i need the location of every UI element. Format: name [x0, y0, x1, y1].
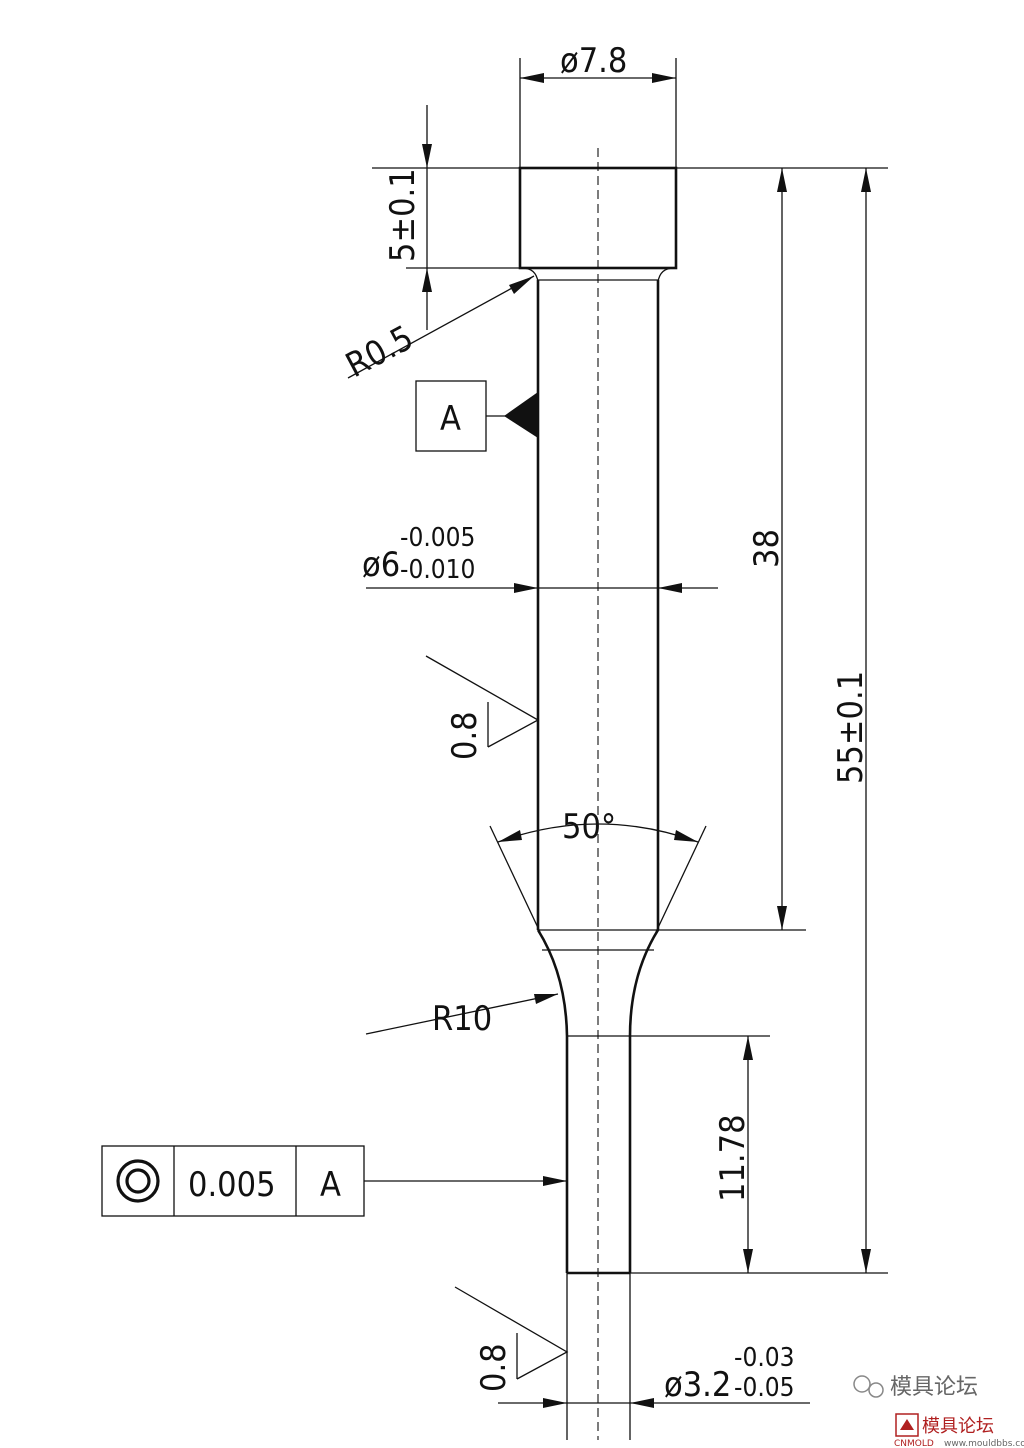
shank-diameter-label: ø6	[362, 545, 400, 585]
watermark-title: 模具论坛	[890, 1375, 978, 1400]
surface-finish-tip	[454, 1286, 569, 1380]
surface-finish-shank	[425, 655, 540, 748]
dim-transition-radius	[365, 993, 559, 1035]
right-transition-curve	[628, 929, 660, 1037]
fcf-datum-ref: A	[320, 1165, 341, 1205]
concentricity-icon	[116, 1159, 160, 1203]
datum-a-marker	[415, 380, 538, 452]
wechat-icon	[853, 1375, 871, 1393]
surface-finish-tip-label: 0.8	[474, 1343, 514, 1392]
dim-head-height	[372, 105, 520, 330]
dim-lengths	[630, 167, 888, 1274]
head-diameter-label: ø7.8	[560, 41, 627, 81]
tip-diameter-label: ø3.2	[664, 1365, 731, 1405]
datum-a-label: A	[440, 399, 461, 439]
shank-length-label: 38	[747, 529, 787, 568]
feature-control-frame	[101, 1145, 567, 1217]
tip-length-label: 11.78	[713, 1114, 753, 1202]
overall-length-label: 55±0.1	[831, 671, 871, 784]
dim-head-diameter	[519, 58, 677, 168]
fcf-tolerance-value: 0.005	[188, 1165, 276, 1205]
dim-cone-angle	[489, 823, 707, 933]
watermark-url: www.mouldbbs.com	[944, 1439, 1024, 1448]
dim-fillet-radius	[347, 275, 535, 379]
left-transition-curve	[536, 929, 569, 1037]
shank-tol-upper: -0.005	[400, 523, 475, 553]
dim-tip-diameter	[498, 1273, 810, 1440]
surface-finish-shank-label: 0.8	[445, 711, 485, 760]
dim-shank-diameter	[366, 583, 718, 593]
watermark: 模具论坛 模具论坛 CNMOLD www.mouldbbs.com	[853, 1375, 1024, 1448]
watermark-badge: 模具论坛	[922, 1416, 994, 1437]
part-outline	[518, 166, 678, 1275]
cone-angle-label: 50°	[562, 807, 616, 847]
mould-logo-icon	[895, 1413, 919, 1437]
head-height-label: 5±0.1	[383, 168, 423, 262]
watermark-logo-text: CNMOLD	[894, 1439, 934, 1448]
transition-radius-label: R10	[432, 999, 492, 1039]
tip-tol-lower: -0.05	[734, 1373, 795, 1403]
pin-head	[518, 166, 678, 270]
tip-tol-upper: -0.03	[734, 1343, 795, 1373]
shank-tol-lower: -0.010	[400, 555, 475, 585]
